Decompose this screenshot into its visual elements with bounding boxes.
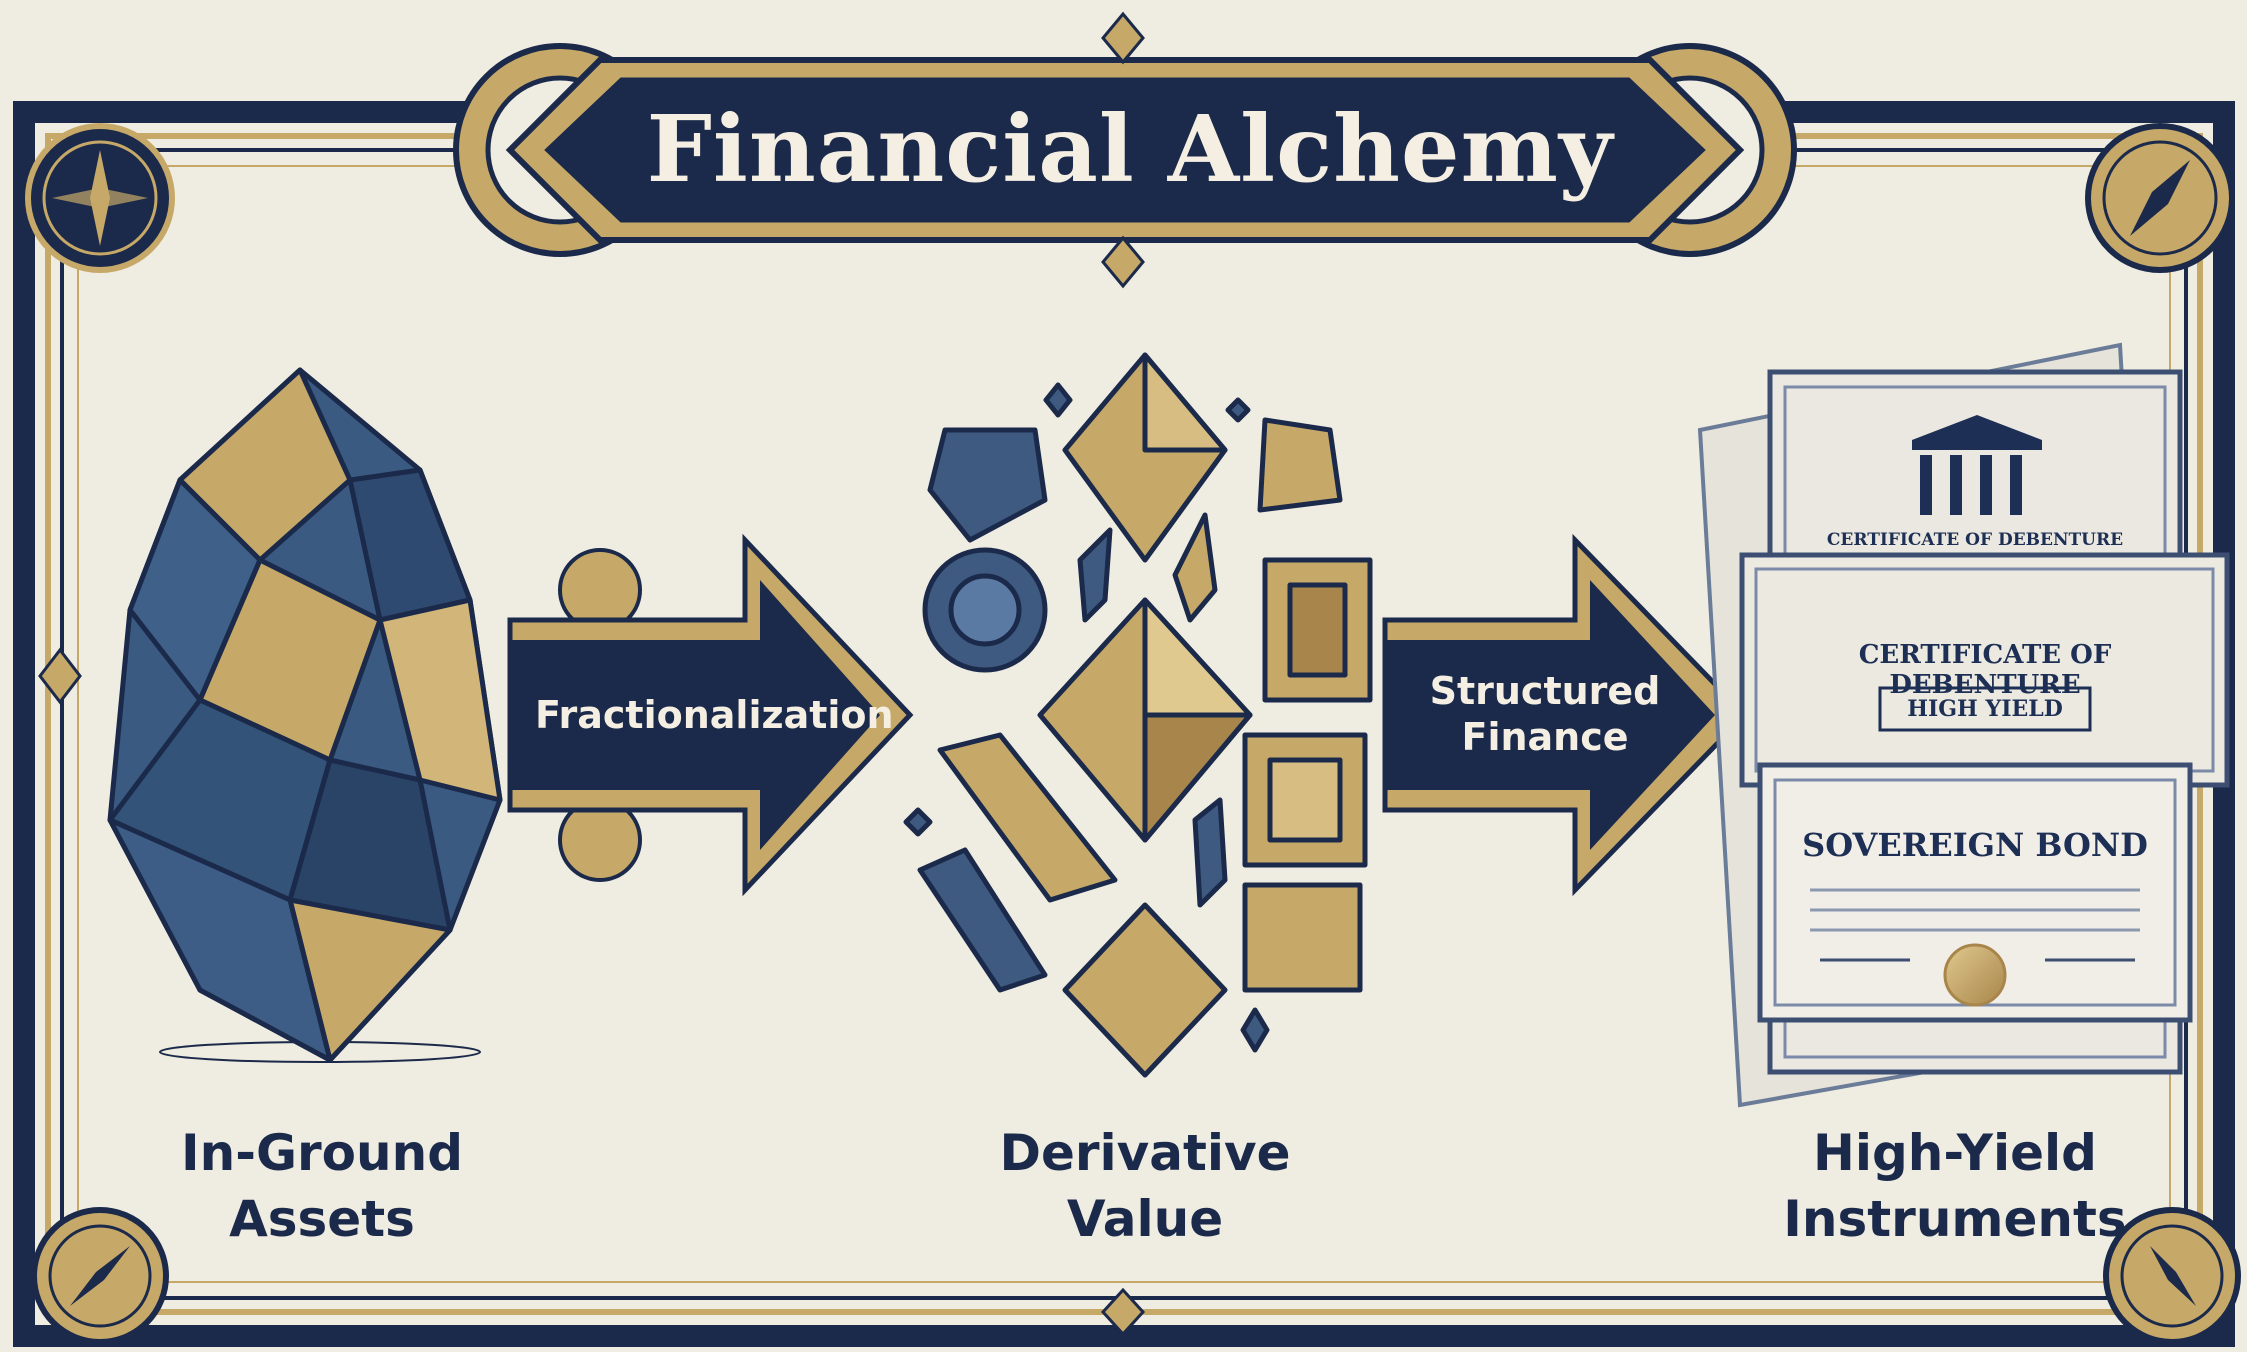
certificate-front-title: SOVEREIGN BOND — [1802, 826, 2148, 864]
certificate-back-title: CERTIFICATE OF DEBENTURE — [1826, 530, 2124, 550]
arrow-label-structured-finance: Structured Finance — [1395, 668, 1695, 760]
stage-label-in-ground-assets: In-Ground Assets — [102, 1120, 542, 1252]
compass-icon-top-right — [2085, 123, 2235, 273]
stage-label-line-2: Instruments — [1783, 1190, 2127, 1248]
arrow-structured-finance — [1382, 533, 1749, 897]
stage-label-line-2: Assets — [229, 1190, 415, 1248]
compass-icon-bottom-left — [31, 1207, 169, 1345]
certificate-middle-title: CERTIFICATE OF DEBENTURE — [1858, 640, 2112, 700]
rough-gem-illustration — [107, 367, 503, 1063]
arrow-label-line-1: Structured — [1429, 669, 1661, 713]
stage-label-line-2: Value — [1066, 1190, 1224, 1248]
arrow-fractionalization — [507, 533, 914, 897]
compass-icon-top-left — [25, 123, 175, 273]
compass-icon-bottom-right — [2103, 1207, 2241, 1345]
stage-label-high-yield-instruments: High-Yield Instruments — [1735, 1120, 2175, 1252]
derivative-gems-illustration — [903, 352, 1373, 1078]
certificate-middle-badge: HIGH YIELD — [1907, 696, 2063, 722]
stage-label-line-1: Derivative — [999, 1124, 1291, 1182]
stage-label-line-1: In-Ground — [181, 1124, 463, 1182]
certificate-stack-illustration — [1697, 342, 2230, 1108]
stage-label-line-1: High-Yield — [1813, 1124, 2097, 1182]
arrow-label-line-2: Finance — [1461, 715, 1629, 759]
stage-label-derivative-value: Derivative Value — [925, 1120, 1365, 1252]
page-title: Financial Alchemy — [646, 95, 1614, 203]
arrow-label-fractionalization: Fractionalization — [535, 693, 894, 737]
